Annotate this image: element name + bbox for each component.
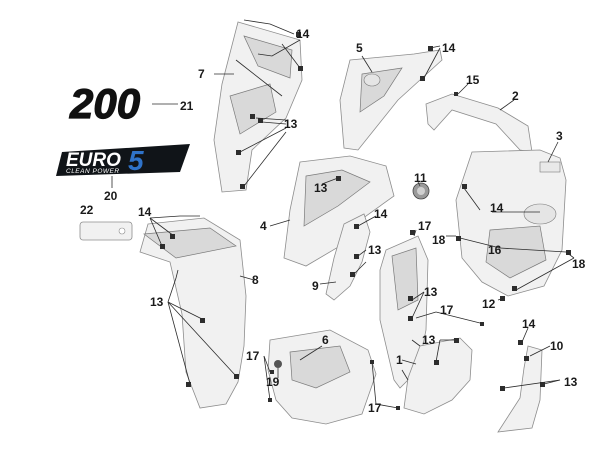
euro5-logo: EURO 5 CLEAN POWER	[56, 144, 190, 176]
callout-17: 17	[418, 219, 432, 233]
part-2-upper-rim	[425, 93, 533, 153]
callout-14: 14	[522, 317, 536, 331]
part-9-side-panel	[325, 213, 371, 301]
callout-8: 8	[252, 273, 259, 287]
callout-13: 13	[422, 333, 436, 347]
callout-5: 5	[356, 41, 363, 55]
callout-9: 9	[312, 279, 319, 293]
callout-13: 13	[284, 117, 298, 131]
callout-11: 11	[414, 171, 427, 185]
part-5-headlight-cover	[339, 49, 443, 151]
euro5-logo-tagline: CLEAN POWER	[66, 168, 120, 175]
part-3-leg-shield	[455, 149, 567, 297]
callout-20: 20	[104, 189, 118, 203]
callout-14: 14	[490, 201, 504, 215]
callout-17: 17	[440, 303, 454, 317]
callout-4: 4	[260, 219, 267, 233]
callout-14: 14	[442, 41, 456, 55]
part-10-bracket	[497, 345, 543, 433]
part-1-center-cover	[379, 235, 429, 389]
callout-13: 13	[368, 243, 382, 257]
callout-21: 21	[180, 99, 194, 113]
callout-2: 2	[512, 89, 519, 103]
euro5-badge-background	[56, 144, 190, 176]
callout-19: 19	[266, 375, 280, 389]
model-200-logo-text: 200	[69, 80, 140, 127]
callout-7: 7	[198, 67, 205, 81]
callout-17: 17	[368, 401, 382, 415]
leader-lines	[111, 19, 575, 409]
callout-1: 1	[396, 353, 403, 367]
part-11-emblem	[412, 182, 430, 200]
callout-15: 15	[466, 73, 480, 87]
sticker-22	[79, 221, 133, 241]
callout-labels: 14 7 13 5 14 15 2 3 21 20 22 14 13 11 4 …	[80, 27, 586, 415]
callout-13: 13	[424, 285, 438, 299]
part-8-left-cover	[139, 217, 247, 409]
callout-22: 22	[80, 203, 94, 217]
callout-6: 6	[322, 333, 329, 347]
callout-10: 10	[550, 339, 564, 353]
callout-14: 14	[296, 27, 310, 41]
model-200-logo: 200	[68, 79, 140, 127]
callout-17: 17	[246, 349, 260, 363]
callout-14: 14	[374, 207, 388, 221]
part-6-floor-cover	[267, 329, 377, 425]
callout-16: 16	[488, 243, 502, 257]
callout-18: 18	[432, 233, 446, 247]
callout-13: 13	[564, 375, 578, 389]
callout-14: 14	[138, 205, 152, 219]
callout-3: 3	[556, 129, 563, 143]
callout-13: 13	[150, 295, 164, 309]
callout-13: 13	[314, 181, 328, 195]
euro5-logo-digit: 5	[128, 145, 144, 176]
euro5-logo-word: EURO	[66, 150, 121, 171]
callout-12: 12	[482, 297, 496, 311]
lower-right-panel	[403, 337, 473, 415]
part-7-front-upper-cover	[213, 21, 303, 193]
callout-18: 18	[572, 257, 586, 271]
sticker-hole	[118, 227, 126, 235]
